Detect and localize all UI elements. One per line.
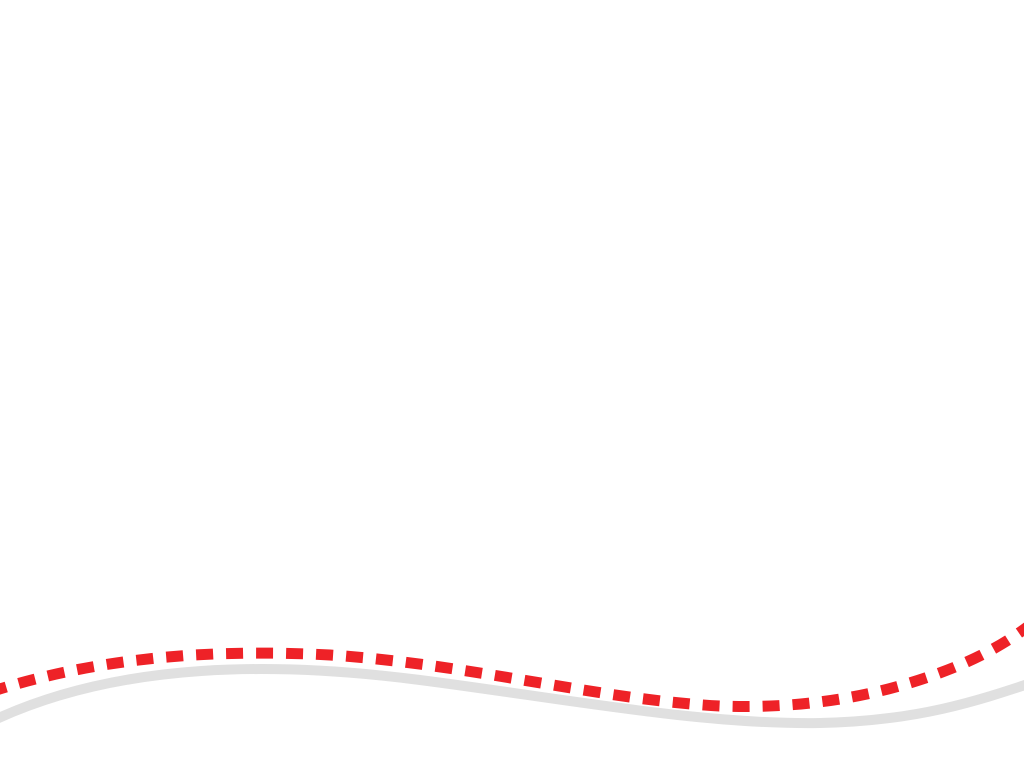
red-dashed-stripe	[0, 622, 1024, 712]
gray-swoosh	[0, 664, 1024, 729]
